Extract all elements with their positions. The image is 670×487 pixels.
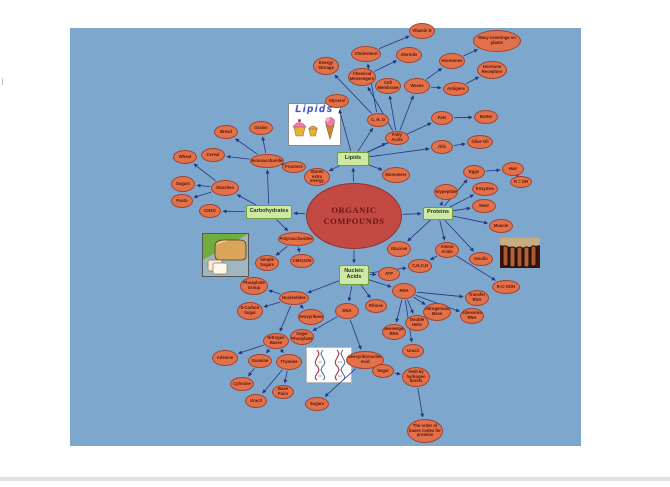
concept-node-monomers: Monomers [382,167,410,183]
concept-node-deoxyribose: Deoxyribose [298,309,324,325]
category-node-lipids: Lipids [337,152,369,166]
concept-node-fructose: Fructose [282,161,306,173]
concept-node-sugars: Sugars [171,176,195,192]
concept-node-atp: ATP [378,267,400,281]
concept-node-cytosine: Cytosine [230,377,254,391]
concept-node-oils: Oils [431,140,453,154]
concept-node-nitrogenous_base: Nitrogenous Base [423,303,451,321]
category-node-carbohydrates: Carbohydrates [246,205,292,219]
concept-node-ribose: Ribose [365,299,387,313]
concept-node-glycerol: Glycerol [325,94,349,108]
ribs-icon [500,238,540,268]
page-edge-shadow [0,477,670,481]
concept-node-insulin: Insulin [469,252,493,266]
concept-node-transfer_rna: Transfer RNA [465,290,489,306]
concept-node-nitrogen_bases: Nitrogen Bases [263,333,289,349]
concept-node-ch2o: CH2O [199,204,221,218]
concept-node-cereal: Cereal [201,148,225,162]
dna-helix-clipart [306,347,352,383]
concept-node-nucleotides: Nucleotides [279,291,309,305]
meat-ribs-clipart [500,238,540,268]
concept-node-hormones: Hormones [439,53,465,69]
concept-node-cell_membrane: Cell Membrane [375,78,401,94]
concept-node-waxes: Waxes [404,78,430,94]
concept-node-butter: Butter [474,110,498,124]
concept-node-steroids: Steroids [396,47,422,63]
concept-node-base_pairs: Base Pairs [272,385,294,399]
lipids-clipart-caption: Lipids [295,104,334,115]
concept-node-grains: Grains [249,121,273,135]
concept-node-polysaccharides: Polysaccharides [278,232,314,246]
concept-node-fats: Fats [431,111,453,125]
concept-node-deoxyribonucleic: Deoxyribonucleic Acid [346,351,384,369]
concept-node-cholesterol: Cholesterol [351,46,381,62]
concept-node-uracil: Uracil [245,394,267,408]
concept-node-rna: RNA [392,283,416,299]
dessert-icon [292,117,335,141]
concept-node-sugar_s: Sugar [372,364,394,378]
concept-node-chonp: C,H,O,N [408,259,432,273]
concept-node-c6h12o6: C6H12O6 [290,254,314,268]
concept-node-r_oh: R = OH [510,176,532,188]
category-node-nucleic: Nucleic Acids [339,265,369,285]
bread-clipart [202,233,249,277]
concept-node-vitamin_d: Vitamin D [409,23,435,39]
concept-node-eggs: Eggs [463,165,485,179]
concept-node-fatty_acids: Fatty Acids [385,131,409,145]
concept-node-enzymes: Enzymes [472,182,498,196]
concept-node-hormone_receptors: Hormone Receptors [477,61,507,79]
concept-node-energy_storage: Energy Storage [313,57,339,75]
concept-node-sugars2: Sugars [305,397,329,411]
concept-node-order_bases: The order of bases codes for proteins [407,419,443,443]
concept-node-guanine: Guanine [248,354,272,368]
bread-icon [203,234,248,276]
concept-node-uracil_r: Uracil [402,344,424,358]
concept-node-pasta: Pasta [171,194,193,208]
concept-node-starches: Starches [211,180,239,196]
concept-node-thymine: Thymine [276,354,302,370]
concept-node-cho: C, H, O [367,113,389,127]
concept-node-five_carbon_sugar: 5-Carbon Sugar [237,302,263,320]
concept-node-waterproof: Waxy coverings on plants [473,30,521,52]
center-node-organic-compounds: ORGANIC COMPOUNDS [306,183,402,249]
concept-node-phosphate_group: Phosphate Group [240,277,268,295]
concept-node-amino_acids: Amino Acids [435,242,459,258]
concept-node-ribosomal_rna: Ribosomal RNA [460,308,484,324]
concept-node-wheat: Wheat [173,150,197,164]
concept-node-double_helix: Double Helix [405,315,429,331]
concept-node-bread_n: Bread [214,125,238,139]
concept-node-olive_oil: Olive Oil [467,135,493,149]
margin-mark: j [2,78,4,85]
concept-node-muscle: Muscle [489,219,513,233]
concept-node-monosaccharides: Monosaccharides [250,154,284,168]
concept-node-glucose: Glucose [387,241,411,257]
concept-node-adenine: Adenine [212,350,238,366]
concept-node-polypeptides: Polypeptides [434,184,458,200]
concept-node-hydrogen_bonds: Held by hydrogen bonds [402,367,430,387]
category-node-proteins: Proteins [423,206,453,220]
concept-node-sugar_phosphate: Sugar Phosphate [290,329,314,345]
lipids-dessert-clipart: Lipids [288,103,341,146]
concept-node-r_c_ooh: R-C-OOH [492,280,520,294]
concept-node-simple_sugars: Simple Sugars [255,255,279,271]
concept-node-messenger_rna: Messenger RNA [382,324,406,340]
concept-node-energy_stored: Stores extra energy [304,168,330,186]
concept-node-meat_n: Meat [472,199,496,213]
concept-node-hair: Hair [502,162,524,176]
concept-node-antigens: Antigens [443,82,469,96]
dna-icon [314,349,346,381]
concept-node-chemical_messengers: Chemical Messengers [348,68,376,86]
concept-node-dna: DNA [335,303,359,319]
